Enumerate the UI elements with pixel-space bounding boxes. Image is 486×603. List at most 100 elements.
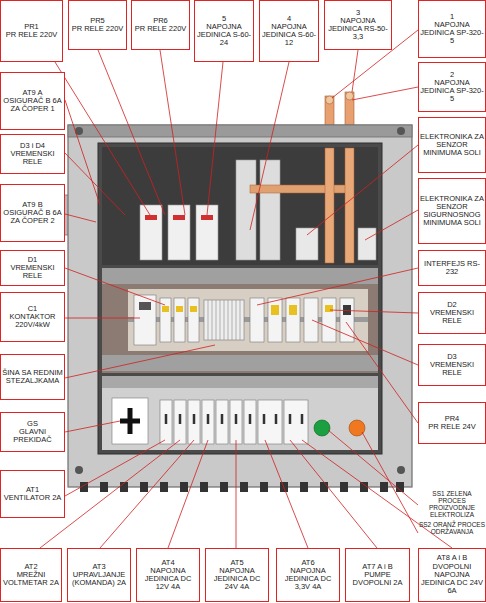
callout-code: AT2	[24, 563, 37, 571]
inner-frame	[98, 143, 382, 454]
callout-text: MREŽNI VOLTMETAR 2A	[2, 571, 60, 588]
relay-dial	[325, 305, 333, 312]
relay-module	[286, 298, 300, 342]
callout-code: PR1	[24, 23, 39, 31]
callout-code: AT1	[26, 486, 39, 494]
copper-terminal	[346, 92, 354, 100]
callout-box: INTERFEJS RS-232	[418, 250, 486, 286]
cable-duct	[102, 268, 378, 284]
callout-box: PR4PR RELE 24V	[418, 402, 486, 444]
relay-module	[340, 298, 354, 342]
callout-code: AT4	[161, 559, 174, 567]
callout-box: 2NAPOJNA JEDINICA SP-320-5	[418, 62, 486, 112]
module-label	[145, 215, 157, 220]
relay-module	[140, 205, 162, 260]
callout-code: 2	[450, 71, 454, 79]
circuit-breaker	[284, 400, 308, 444]
time-relay	[174, 298, 185, 342]
callout-box: 4NAPOJNA JEDINICA S-60-12	[259, 0, 319, 62]
callout-box: 1NAPOJNA JEDINICA SP-320-5	[418, 0, 486, 58]
circuit-breaker	[258, 400, 282, 444]
callout-box: AT5NAPOJNA JEDINICA DC 24V 4A	[205, 548, 269, 602]
terminal-block	[204, 300, 244, 340]
sensor-electronics	[358, 228, 376, 260]
callout-text: OSIGURAČ B 6A ZA ČOPER 1	[2, 97, 63, 114]
cable-glands	[80, 482, 404, 492]
leader-lines	[40, 30, 452, 548]
relay-module	[168, 205, 190, 260]
relay-detail	[343, 305, 351, 315]
callout-code: PR6	[153, 17, 168, 25]
callout-text: VREMENSKI RELE	[2, 264, 63, 281]
cable-duct	[102, 355, 378, 371]
callout-box: AT4NAPOJNA JEDINICA DC 12V 4A	[136, 548, 200, 602]
switch-label: SS2 ORANŽ PROCES ODRŽAVANJA	[418, 521, 486, 535]
callout-box: D3 i D4VREMENSKI RELE	[0, 134, 65, 174]
callout-box: PR5PR RELE 220V	[68, 0, 127, 50]
callout-text: ELEKTRONIKA ZA SENZOR SIGURNOSNOG MINIMU…	[420, 195, 484, 228]
callout-text: VREMENSKI RELE	[420, 361, 484, 378]
callout-code: AT3	[92, 563, 105, 571]
relay-detail	[289, 305, 297, 315]
relay-dial	[162, 306, 169, 312]
callout-text: PR RELE 24V	[428, 423, 476, 431]
screw	[397, 127, 405, 135]
callout-text: PR RELE 220V	[6, 31, 58, 39]
main-switch	[112, 398, 148, 444]
callout-text: NAPOJNA JEDINICA DC 12V 4A	[138, 567, 198, 592]
callout-text: NAPOJNA JEDINICA SP-320-5	[420, 21, 484, 46]
callout-box: D3VREMENSKI RELE	[418, 344, 486, 386]
main-switch-handle	[120, 408, 140, 434]
module-label	[173, 215, 185, 220]
callout-text: ELEKTRONIKA ZA SENZOR MINIMUMA SOLI	[420, 133, 484, 158]
callout-text: NAPOJNA JEDINICA RS-50-3,3	[326, 17, 390, 42]
callout-text: PUMPE DVOPOLNI 2A	[347, 571, 408, 588]
callout-box: PR1PR RELE 220V	[0, 0, 63, 62]
callout-box: GSGLAVNI PREKIDAČ	[0, 412, 65, 452]
copper-bar	[325, 148, 334, 263]
callout-box: AT3UPRAVLJANJE (KOMANDA) 2A	[67, 548, 131, 602]
callout-box: PR6PR RELE 220V	[131, 0, 190, 50]
sensor-electronics	[296, 228, 318, 260]
power-supply	[236, 160, 256, 260]
callout-code: C1	[28, 305, 38, 313]
callout-code: D3 i D4	[20, 142, 45, 150]
cabinet-top-strip	[68, 125, 412, 137]
copper-terminal	[326, 96, 334, 104]
callout-text: KONTAKTOR 220V/4kW	[2, 313, 63, 330]
callout-code: AT9 A	[23, 89, 43, 97]
lower-compartment	[102, 376, 378, 450]
relay-module	[268, 298, 282, 342]
callout-code: AT7 A i B	[362, 563, 392, 571]
relay-detail	[271, 305, 279, 315]
contactor	[134, 295, 156, 345]
callout-code: 3	[356, 9, 360, 17]
callout-text: DVOPOLNI NAPOJNA JEDINICA DC 24V 6A	[420, 563, 484, 596]
callout-box: AT7 A i BPUMPE DVOPOLNI 2A	[345, 548, 410, 602]
green-button	[314, 420, 330, 436]
time-relay	[304, 298, 318, 342]
callout-box: 3NAPOJNA JEDINICA RS-50-3,3	[324, 0, 392, 50]
callout-text: NAPOJNA JEDINICA DC 3,3V 4A	[278, 567, 338, 592]
callout-box: 5NAPOJNA JEDINICA S-60-24	[194, 0, 254, 62]
callout-code: AT5	[230, 559, 243, 567]
callout-box: ŠINA SA REDNIM STEZALJKAMA	[0, 354, 65, 400]
relay-dial	[176, 306, 183, 312]
callout-code: PR5	[90, 17, 105, 25]
middle-compartment	[102, 268, 378, 373]
callout-box: D1VREMENSKI RELE	[0, 250, 65, 286]
callout-code: PR4	[445, 415, 460, 423]
callout-text: OSIGURAČ B 6A ZA ČOPER 2	[2, 209, 63, 226]
time-relay	[160, 298, 171, 342]
module-label	[201, 215, 213, 220]
cable-duct	[102, 376, 378, 388]
time-relay	[188, 298, 199, 342]
callout-code: GS	[27, 420, 38, 428]
callout-text: GLAVNI PREKIDAČ	[2, 428, 63, 445]
callout-text: ŠINA SA REDNIM STEZALJKAMA	[2, 369, 63, 386]
relay-dial	[190, 306, 197, 312]
callout-text: NAPOJNA JEDINICA SP-320-5	[420, 79, 484, 104]
